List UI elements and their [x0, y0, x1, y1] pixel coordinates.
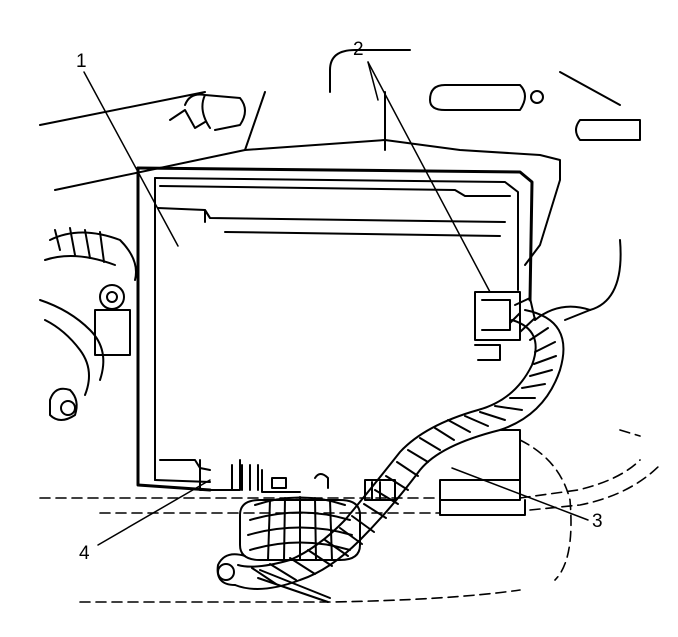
- vehicle-structure: [39, 49, 641, 321]
- module-housing: [136, 166, 534, 492]
- callout-1: 1: [76, 51, 87, 72]
- bottom-connectors: [199, 429, 526, 516]
- leader-line-2a: [367, 61, 491, 293]
- callout-3: 3: [592, 511, 603, 532]
- main-harness: [216, 309, 565, 590]
- callout-2: 2: [353, 39, 364, 60]
- leader-line-3: [451, 467, 589, 521]
- leader-lines: [83, 61, 589, 546]
- left-harness: [39, 227, 137, 421]
- leader-line-1: [83, 71, 179, 247]
- callout-4: 4: [79, 543, 90, 564]
- leader-line-2b: [367, 61, 379, 101]
- dashed-outline: [39, 429, 661, 603]
- leader-line-4: [97, 479, 211, 546]
